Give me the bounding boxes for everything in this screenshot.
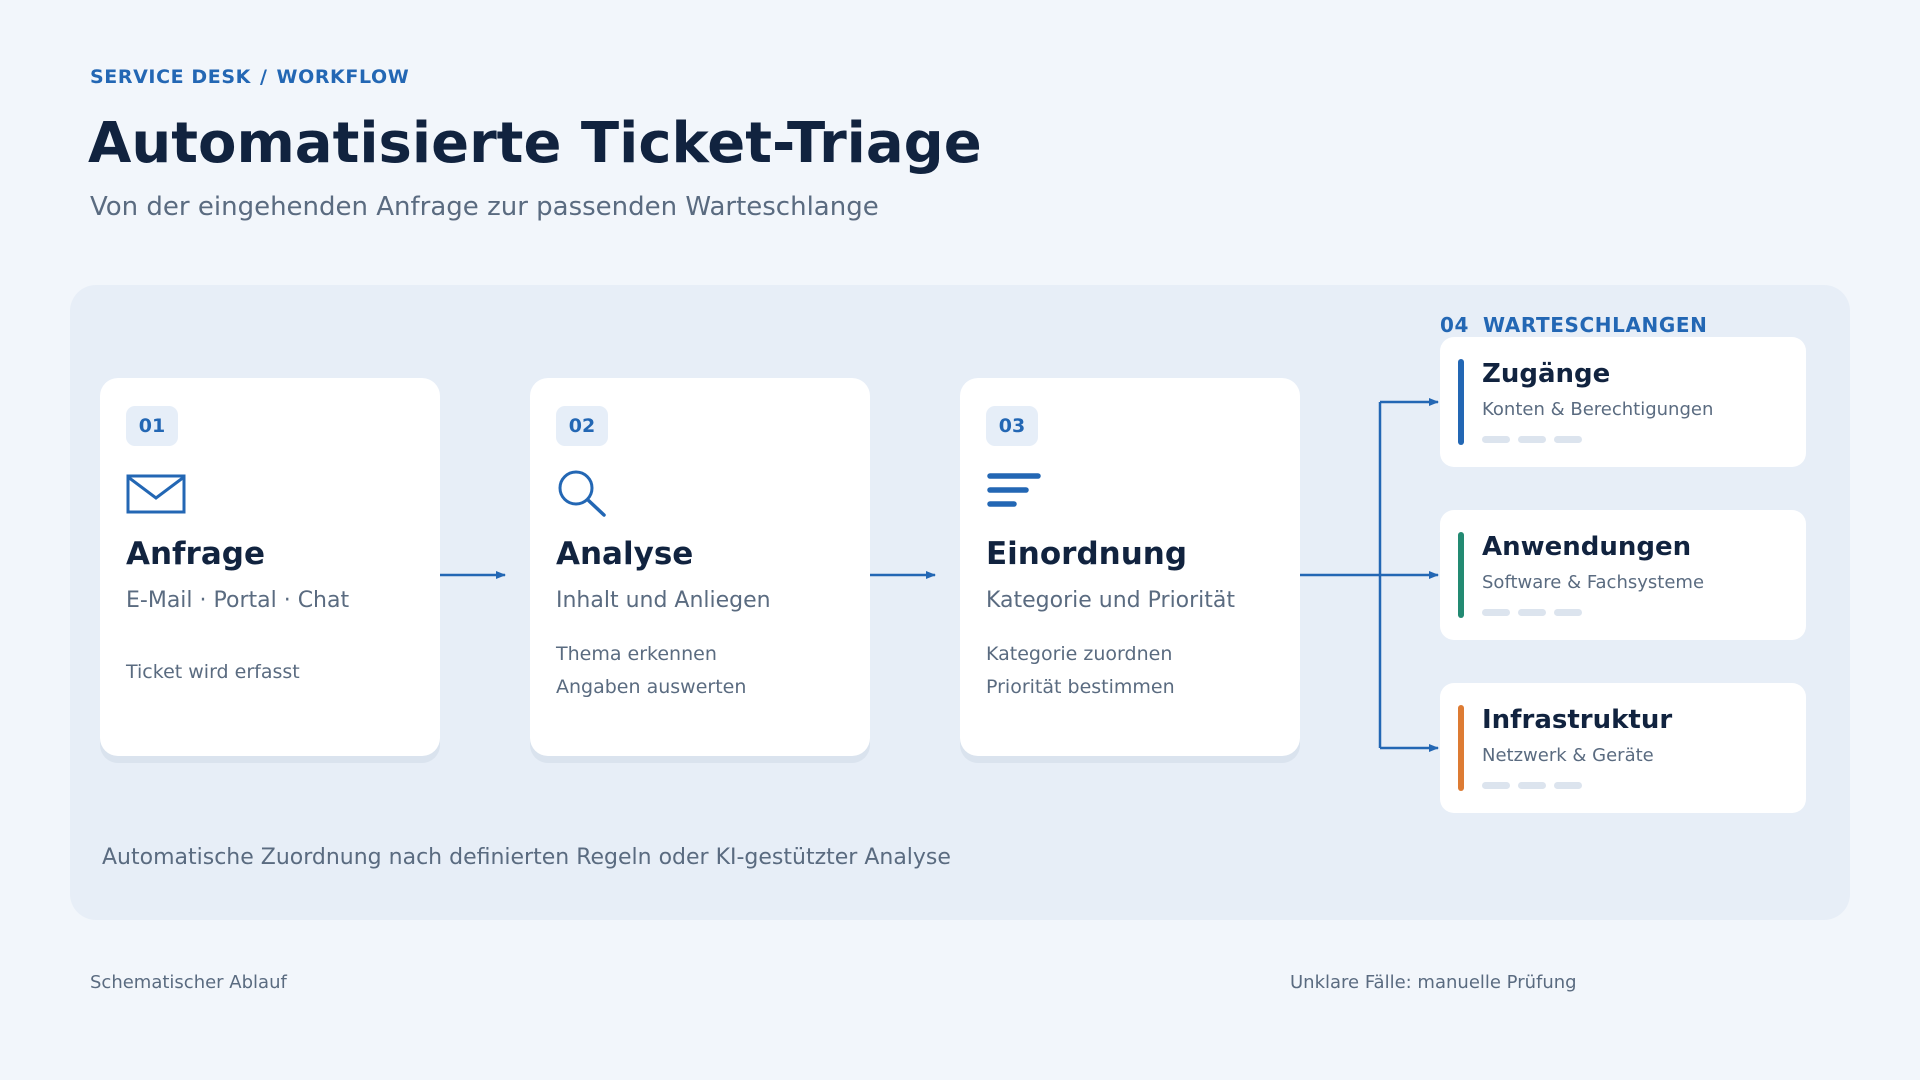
breadcrumb-item-service-desk: SERVICE DESK	[90, 66, 251, 88]
footer-note-right: Unklare Fälle: manuelle Prüfung	[1290, 972, 1577, 993]
step-note: Ticket wird erfasst	[126, 661, 300, 683]
step-note: Thema erkennen	[556, 643, 717, 665]
queue-card-zugaenge: Zugänge Konten & Berechtigungen	[1440, 337, 1806, 467]
step-number-badge: 01	[126, 406, 178, 446]
step-card-einordnung: 03 Einordnung Kategorie und Priorität Ka…	[960, 378, 1300, 756]
queues-heading-label: WARTESCHLANGEN	[1483, 313, 1708, 337]
breadcrumb-item-workflow: WORKFLOW	[276, 66, 410, 88]
sort-lines-icon	[987, 473, 1041, 507]
search-icon	[558, 470, 606, 517]
queues-step-number: 04	[1440, 313, 1470, 337]
queue-title: Anwendungen	[1482, 532, 1692, 562]
step-notes: Thema erkennen Angaben auswerten	[556, 638, 746, 704]
step-title: Anfrage	[126, 536, 265, 572]
step-title: Einordnung	[986, 536, 1188, 572]
step-note: Angaben auswerten	[556, 676, 747, 698]
queue-card-anwendungen: Anwendungen Software & Fachsysteme	[1440, 510, 1806, 640]
step-note: Priorität bestimmen	[986, 676, 1175, 698]
step-notes: Kategorie zuordnen Priorität bestimmen	[986, 638, 1175, 704]
queues-heading: 04 WARTESCHLANGEN	[1440, 313, 1708, 337]
queue-subtitle: Software & Fachsysteme	[1482, 572, 1705, 593]
queue-subtitle: Netzwerk & Geräte	[1482, 745, 1654, 766]
step-card-anfrage: 01 Anfrage E-Mail · Portal · Chat Ticket…	[100, 378, 440, 756]
queue-placeholder-dashes	[1482, 436, 1582, 443]
queue-color-bar	[1458, 359, 1464, 445]
queue-card-infrastruktur: Infrastruktur Netzwerk & Geräte	[1440, 683, 1806, 813]
step-number-badge: 03	[986, 406, 1038, 446]
step-note: Kategorie zuordnen	[986, 643, 1173, 665]
breadcrumb-separator: /	[259, 66, 268, 88]
queue-title: Infrastruktur	[1482, 705, 1673, 735]
step-number-badge: 02	[556, 406, 608, 446]
queue-title: Zugänge	[1482, 359, 1611, 389]
queue-subtitle: Konten & Berechtigungen	[1482, 399, 1714, 420]
step-subtitle: E-Mail · Portal · Chat	[126, 588, 350, 613]
breadcrumb: SERVICE DESK / WORKFLOW	[90, 66, 409, 88]
step-notes: Ticket wird erfasst	[126, 656, 300, 689]
step-subtitle: Kategorie und Priorität	[986, 588, 1236, 613]
step-title: Analyse	[556, 536, 694, 572]
mail-icon	[126, 474, 186, 514]
step-subtitle: Inhalt und Anliegen	[556, 588, 771, 613]
step-card-analyse: 02 Analyse Inhalt und Anliegen Thema erk…	[530, 378, 870, 756]
page-subtitle: Von der eingehenden Anfrage zur passende…	[90, 192, 879, 222]
queue-placeholder-dashes	[1482, 609, 1582, 616]
queue-color-bar	[1458, 705, 1464, 791]
panel-note: Automatische Zuordnung nach definierten …	[102, 845, 951, 870]
queue-placeholder-dashes	[1482, 782, 1582, 789]
page-title: Automatisierte Ticket-Triage	[88, 111, 982, 176]
queue-color-bar	[1458, 532, 1464, 618]
footer-note-left: Schematischer Ablauf	[90, 972, 287, 993]
